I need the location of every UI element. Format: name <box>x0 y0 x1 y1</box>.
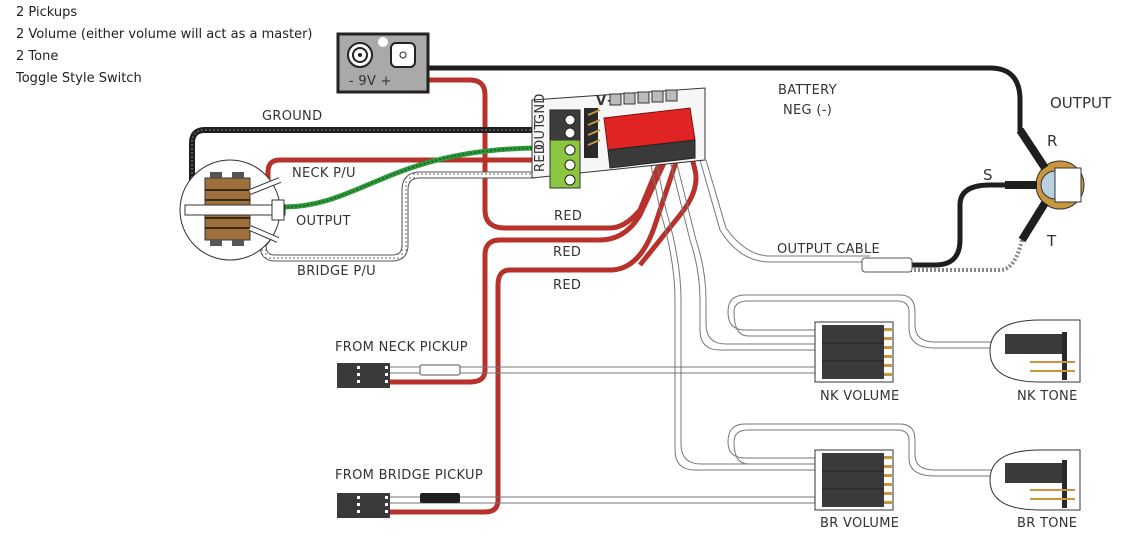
label-jack-t: T <box>1046 232 1057 250</box>
label-output-cable: OUTPUT CABLE <box>777 242 880 257</box>
output-cable-wire <box>910 182 1005 268</box>
nk-volume-pot <box>814 321 894 383</box>
bridge-pickup-connector <box>337 493 460 518</box>
label-jack-r: R <box>1047 132 1057 150</box>
label-neck-pu: NECK P/U <box>292 166 356 181</box>
spec-notes: 2 Pickups 2 Volume (either volume will a… <box>16 2 313 90</box>
battery-clip: - 9V + <box>336 32 430 94</box>
label-br-volume: BR VOLUME <box>820 516 899 531</box>
label-bridge-pu: BRIDGE P/U <box>297 264 376 279</box>
label-red-3: RED <box>553 278 581 293</box>
label-switch-output: OUTPUT <box>296 214 351 229</box>
br-volume-pot <box>814 449 894 511</box>
label-battery: BATTERY <box>778 83 837 98</box>
note-pickups: 2 Pickups <box>16 5 78 20</box>
toggle-switch <box>179 159 286 261</box>
label-br-tone: BR TONE <box>1017 516 1077 531</box>
label-nk-volume: NK VOLUME <box>820 389 900 404</box>
label-red-2: RED <box>553 245 581 260</box>
terminal-gnd: GND <box>533 93 548 124</box>
label-jack-s: S <box>983 166 993 184</box>
note-tone: 2 Tone <box>16 49 59 64</box>
battery-negative-wire <box>428 65 1037 152</box>
output-jack <box>1005 127 1085 243</box>
red-wire-3 <box>638 149 699 267</box>
battery-label: - 9V + <box>349 74 392 89</box>
neck-pickup-connector <box>337 363 461 388</box>
label-nk-tone: NK TONE <box>1017 389 1078 404</box>
label-output-jack: OUTPUT <box>1050 94 1112 112</box>
terminal-out: OUT <box>533 121 548 150</box>
note-volume: 2 Volume (either volume will act as a ma… <box>16 27 313 42</box>
label-from-bridge: FROM BRIDGE PICKUP <box>335 468 483 483</box>
br-tone-pot <box>989 449 1081 511</box>
preamp-board: V+ GND OUT RED <box>531 87 706 189</box>
nk-tone-pot <box>989 319 1081 383</box>
label-from-neck: FROM NECK PICKUP <box>335 340 468 355</box>
battery-positive-wire <box>428 77 668 231</box>
note-switch: Toggle Style Switch <box>16 71 142 86</box>
red-wire-1 <box>390 148 673 385</box>
label-battery-neg: NEG (-) <box>783 103 832 118</box>
neck-pu-wire <box>265 157 535 185</box>
red-wire-2 <box>390 149 683 515</box>
label-ground: GROUND <box>262 109 322 124</box>
output-cable-plug <box>861 257 913 273</box>
terminal-red: RED <box>533 144 548 172</box>
label-red-1: RED <box>554 209 582 224</box>
